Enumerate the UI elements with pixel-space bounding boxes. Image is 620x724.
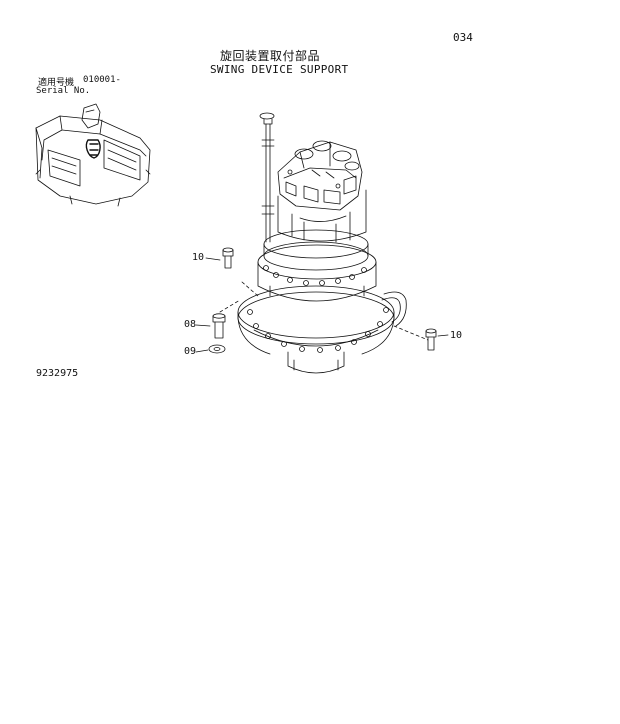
bolt-10-right (425, 328, 449, 351)
callout-09: 09 (184, 346, 197, 357)
callout-10-upper: 10 (192, 252, 205, 263)
drawing-number: 9232975 (36, 368, 79, 379)
excavator-locator-icon (35, 103, 151, 207)
serial-value: 010001- (83, 75, 121, 85)
title-japanese: 旋回装置取付部品 (220, 49, 321, 63)
callout-10-right: 10 (450, 330, 463, 341)
bolt-10-upper (205, 247, 234, 269)
washer-09 (195, 344, 226, 354)
serial-label-jp: 適用号機 (38, 78, 75, 88)
page-number: 034 (453, 31, 473, 44)
title-english: SWING DEVICE SUPPORT (210, 63, 349, 76)
callout-08: 08 (184, 319, 197, 330)
serial-label-en: Serial No. (36, 86, 91, 96)
bolt-08 (195, 313, 226, 339)
swing-device-assembly (219, 112, 429, 374)
